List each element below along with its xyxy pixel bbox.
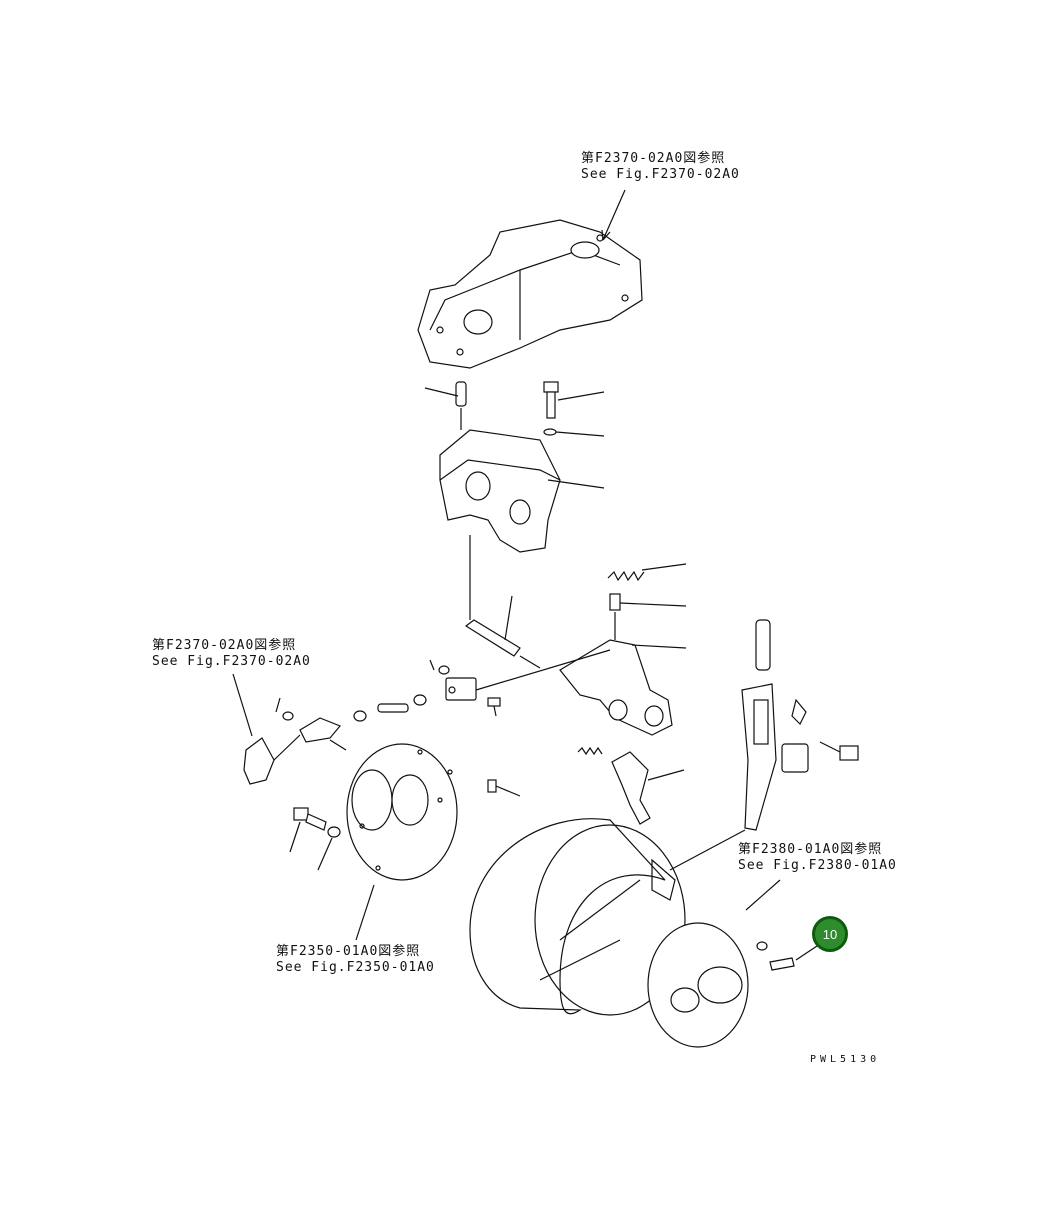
spring bbox=[607, 563, 687, 582]
washer bbox=[543, 428, 605, 437]
reference-en: See Fig.F2380-01A0 bbox=[738, 858, 897, 873]
clip bbox=[609, 593, 687, 640]
cover-plate bbox=[647, 922, 795, 1048]
bracket bbox=[439, 429, 605, 620]
reference-jp: 第F2370-02A0図参照 bbox=[152, 638, 297, 653]
hub-disc bbox=[346, 743, 458, 881]
brake-drum bbox=[469, 779, 746, 1016]
dowel-pin bbox=[424, 381, 467, 430]
adjuster bbox=[275, 694, 427, 751]
drawing-code: PWL5130 bbox=[810, 1054, 881, 1065]
yoke bbox=[243, 734, 301, 785]
lever bbox=[559, 639, 687, 736]
lever-arm bbox=[577, 746, 685, 825]
reference-en: See Fig.F2370-02A0 bbox=[581, 167, 740, 182]
reference-label-cover: 第F2370-02A0図参照 See Fig.F2370-02A0 bbox=[581, 151, 740, 183]
reference-jp: 第F2350-01A0図参照 bbox=[276, 944, 421, 959]
bolt bbox=[543, 381, 605, 419]
hub-bolt bbox=[289, 807, 341, 871]
reference-en: See Fig.F2350-01A0 bbox=[276, 960, 435, 975]
leader-line bbox=[602, 189, 626, 241]
leader-arrow bbox=[601, 229, 611, 241]
linkage-block bbox=[429, 649, 611, 717]
reference-jp: 第F2380-01A0図参照 bbox=[738, 842, 883, 857]
reference-label-linkage: 第F2370-02A0図参照 See Fig.F2370-02A0 bbox=[152, 638, 311, 670]
reference-label-hub: 第F2350-01A0図参照 See Fig.F2350-01A0 bbox=[276, 944, 435, 976]
rod bbox=[464, 595, 541, 669]
reference-jp: 第F2370-02A0図参照 bbox=[581, 151, 726, 166]
reference-en: See Fig.F2370-02A0 bbox=[152, 654, 311, 669]
reference-label-plate: 第F2380-01A0図参照 See Fig.F2380-01A0 bbox=[738, 842, 897, 874]
leader-line bbox=[745, 879, 781, 911]
part-callout-10[interactable]: 10 bbox=[812, 916, 848, 952]
leader-line bbox=[232, 673, 253, 737]
leader-line bbox=[355, 884, 375, 941]
stud-assembly bbox=[741, 619, 859, 831]
leader-line bbox=[795, 943, 821, 961]
cover-housing bbox=[417, 219, 643, 369]
